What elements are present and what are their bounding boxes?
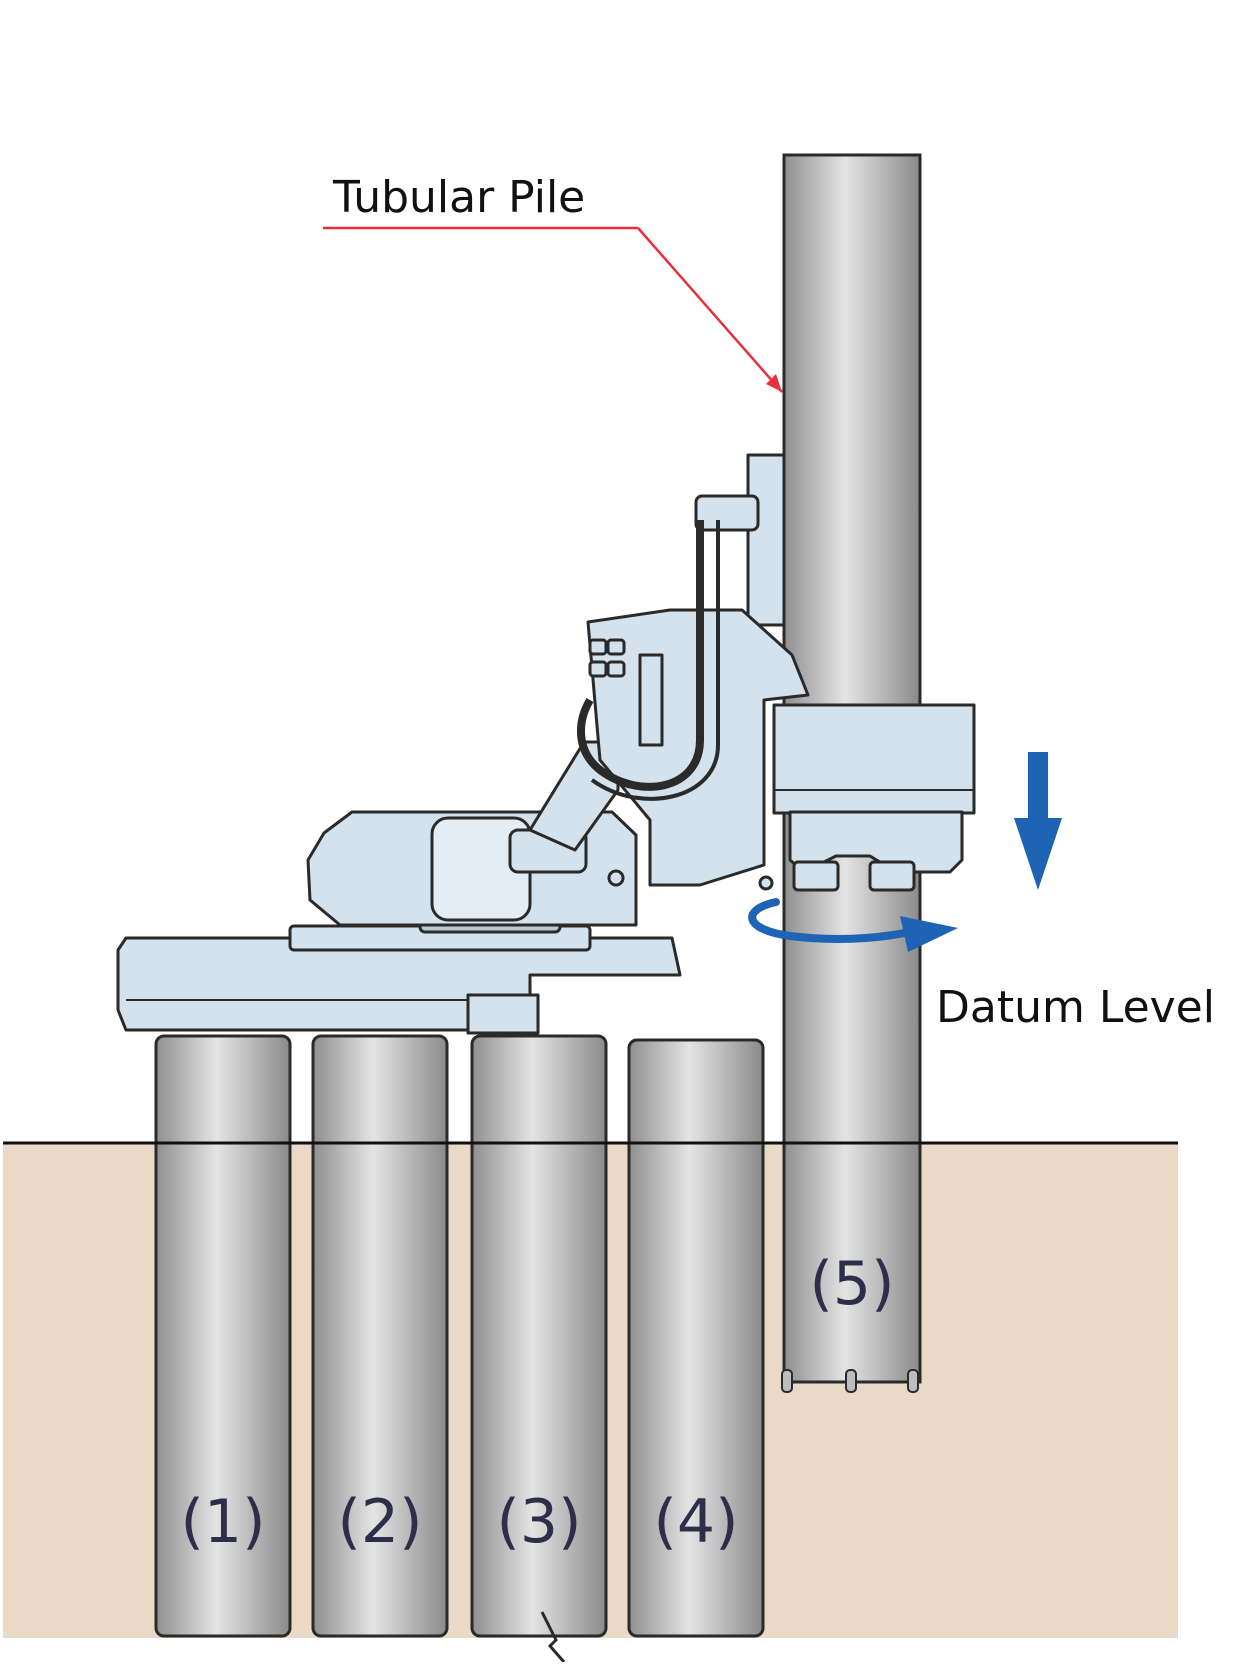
pile-2-label: (2) <box>338 1487 423 1557</box>
tubular-pile-label: Tubular Pile <box>332 172 585 223</box>
chuck-jaw-left <box>792 860 840 892</box>
pile-4 <box>627 1038 765 1638</box>
tower-top <box>746 453 786 627</box>
pile-4-label: (4) <box>654 1487 739 1557</box>
pile-2 <box>311 1034 449 1638</box>
pile-5-label: (5) <box>810 1249 895 1319</box>
chuck-jaw-right <box>868 860 916 892</box>
down-arrow-icon <box>1014 752 1062 890</box>
pile-3-label: (3) <box>497 1487 582 1557</box>
break-mark <box>540 1611 566 1663</box>
press-in-machine <box>116 453 976 1035</box>
machine-base <box>116 936 682 1032</box>
leader-line <box>323 226 783 393</box>
pile-3 <box>470 1034 608 1638</box>
cylinder-rod <box>638 653 664 747</box>
rotation-arrow-icon <box>748 898 958 952</box>
pile-1-label: (1) <box>181 1487 266 1557</box>
hose-block <box>694 494 760 532</box>
chuck-head <box>772 703 976 815</box>
hose-fittings <box>588 638 626 678</box>
chuck-pin <box>758 875 774 891</box>
hydraulic-hoses <box>577 520 704 791</box>
pivot-pin <box>607 869 625 887</box>
clamp-block <box>466 993 540 1035</box>
pile-1 <box>154 1034 292 1638</box>
pile-5-cutting-teeth <box>781 1369 919 1393</box>
datum-level-label: Datum Level <box>936 982 1215 1033</box>
